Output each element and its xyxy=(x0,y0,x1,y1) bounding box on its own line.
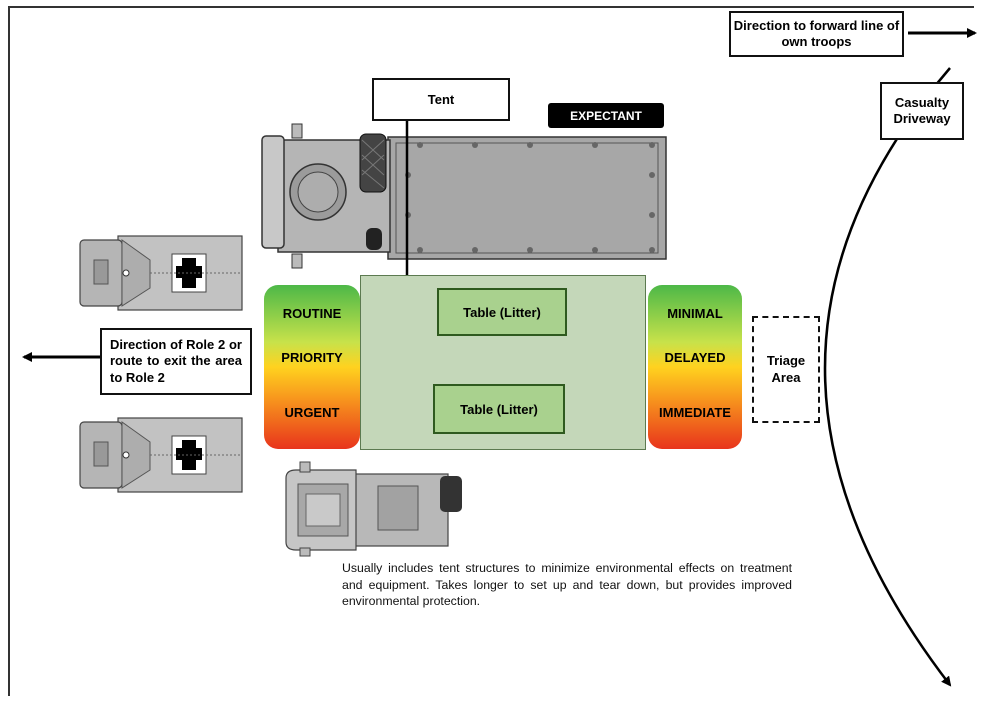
treatment-area: Table (Litter) Table (Litter) xyxy=(360,275,646,450)
driveway-curve xyxy=(823,67,952,687)
litter-table-bottom: Table (Litter) xyxy=(433,384,565,434)
triage-area: Triage Area xyxy=(752,316,820,423)
category-immediate: IMMEDIATE xyxy=(659,405,731,420)
category-minimal: MINIMAL xyxy=(667,306,723,321)
category-priority: PRIORITY xyxy=(281,350,343,365)
category-routine: ROUTINE xyxy=(282,306,342,321)
forward-direction-label: Direction to forward line of own troops xyxy=(729,11,904,57)
category-delayed: DELAYED xyxy=(664,350,726,365)
expectant-badge: EXPECTANT xyxy=(548,103,664,128)
ambulance-icon xyxy=(79,235,243,311)
table-label: Table (Litter) xyxy=(463,304,541,320)
diagram-frame xyxy=(8,6,974,696)
triage-category-bar: MINIMAL DELAYED IMMEDIATE xyxy=(648,285,742,449)
tent-label: Tent xyxy=(372,78,510,121)
evacuation-category-bar: ROUTINE PRIORITY URGENT xyxy=(264,285,360,449)
role2-direction-label: Direction of Role 2 or route to exit the… xyxy=(100,328,252,395)
ambulance-icon xyxy=(79,417,243,493)
litter-table-top: Table (Litter) xyxy=(437,288,567,336)
casualty-driveway-label: Casualty Driveway xyxy=(880,82,964,140)
cargo-truck-icon xyxy=(261,123,667,269)
table-label: Table (Litter) xyxy=(460,401,538,417)
description-text: Usually includes tent structures to mini… xyxy=(342,561,792,609)
category-urgent: URGENT xyxy=(284,405,340,420)
tactical-vehicle-icon xyxy=(285,461,462,557)
